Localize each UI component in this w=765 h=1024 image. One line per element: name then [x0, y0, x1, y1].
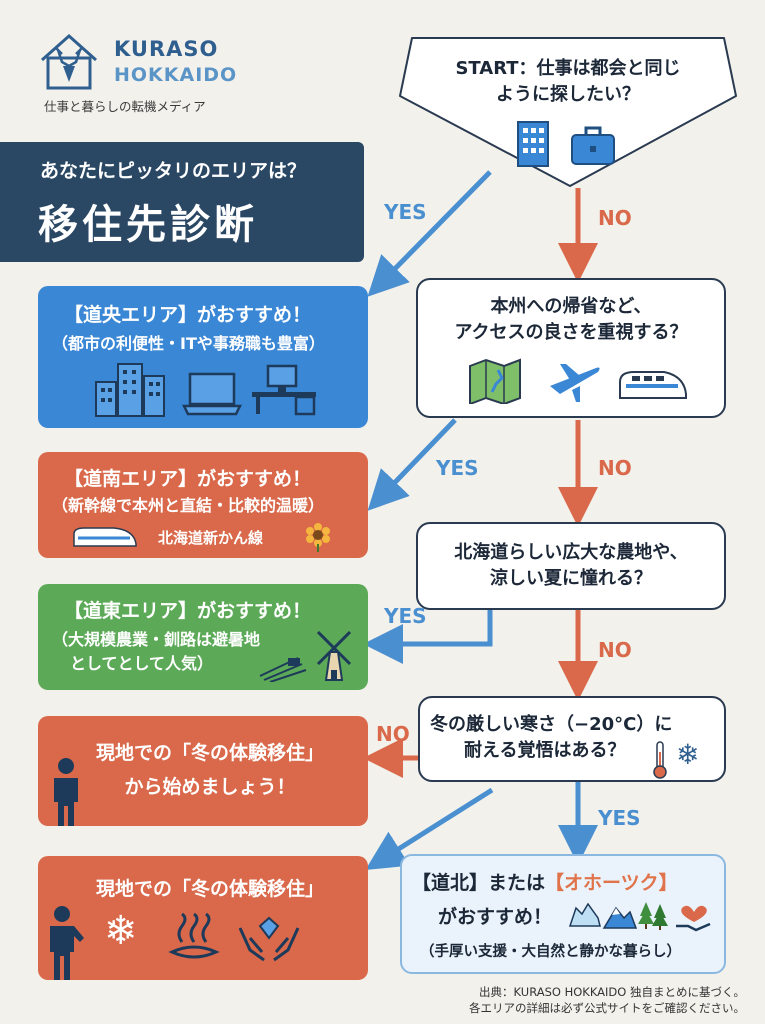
laptop-icon	[182, 372, 242, 416]
label-yes-4: YES	[598, 806, 641, 830]
person-icon	[54, 758, 78, 826]
question-farmland-text: 北海道らしい広大な農地や、 涼しい夏に憧れる？	[418, 540, 724, 592]
briefcase-icon	[571, 126, 615, 165]
page-title: 移住先診断	[38, 202, 258, 248]
question-access-text: 本州への帰省など、 アクセスの良さを重視する？	[418, 294, 724, 346]
label-no-4: NO	[376, 722, 410, 746]
hot-spring-icon	[168, 912, 220, 959]
result-dounan: 【道南エリア】がおすすめ！ （新幹線で本州と直結・比較的温暖） 北海道新かん線	[38, 452, 368, 558]
airplane-icon	[550, 364, 600, 402]
logo: KURASO HOKKAIDO 仕事と暮らしの転機メディア	[34, 26, 274, 120]
question-cold-line1: 冬の厳しい寒さ（−20°C）に	[430, 714, 673, 735]
result-dounan-sub: （新幹線で本州と直結・比較的温暖）	[52, 496, 325, 515]
result-trial-1-line2: から始めましょう！	[124, 776, 296, 798]
office-building-icon	[517, 121, 549, 167]
snowflake-icon: ❄	[676, 738, 700, 771]
tractor-icon	[259, 657, 307, 682]
label-yes-3: YES	[384, 604, 427, 628]
label-yes-1: YES	[384, 200, 427, 224]
question-access-line2: アクセスの良さを重視する？	[454, 322, 688, 343]
question-cold-line2: 耐える覚悟はある？	[464, 740, 626, 761]
label-yes-2: YES	[436, 456, 479, 480]
result-dohoku-head-c: がおすすめ！	[438, 906, 553, 928]
result-dohoku-head-b: 【オホーツク】	[545, 872, 678, 894]
sunflower-icon	[306, 523, 330, 552]
snowflake-icon: ❄	[104, 908, 138, 954]
title-block: あなたにピッタリのエリアは？ 移住先診断	[0, 142, 364, 262]
result-dohoku-sub: （手厚い支援・大自然と静かな暮らし）	[420, 944, 681, 960]
result-doo-heading: 【道央エリア】がおすすめ！	[64, 304, 312, 326]
logo-title-secondary: HOKKAIDO	[114, 64, 238, 86]
question-farmland: 北海道らしい広大な農地や、 涼しい夏に憧れる？	[416, 522, 726, 610]
iceberg-icon	[568, 902, 601, 927]
label-no-2: NO	[598, 456, 632, 480]
arrow-yes-2	[367, 418, 457, 511]
city-buildings-icon	[95, 363, 165, 417]
arrow-yes-5	[365, 787, 494, 871]
thermometer-icon	[653, 741, 667, 779]
result-dohoku-head-a: 【道北】または	[412, 872, 546, 894]
map-icon	[469, 358, 521, 404]
question-farmland-line2: 涼しい夏に憧れる？	[490, 568, 652, 589]
result-doutou-heading: 【道東エリア】がおすすめ！	[64, 600, 312, 622]
start-question-shape	[399, 37, 737, 187]
windmill-icon	[316, 630, 352, 681]
result-doutou-sub1: （大規模農業・釧路は避暑地	[52, 630, 261, 649]
result-doutou: 【道東エリア】がおすすめ！ （大規模農業・釧路は避暑地 としてとして人気）	[38, 584, 368, 690]
source-note: 出典：KURASO HOKKAIDO 独自まとめに基づく。 各エリアの詳細は必ず…	[300, 984, 745, 1016]
question-cold: 冬の厳しい寒さ（−20°C）に 耐える覚悟はある？ ❄	[418, 696, 726, 782]
result-dounan-extra: 北海道新かん線	[158, 529, 264, 547]
question-access-line1: 本州への帰省など、	[490, 296, 652, 317]
logo-title: KURASO	[114, 37, 219, 61]
result-dounan-heading: 【道南エリア】がおすすめ！	[64, 468, 312, 490]
hands-icon	[238, 916, 300, 962]
title-question: あなたにピッタリのエリアは？	[40, 160, 307, 182]
mountain-icon	[602, 906, 638, 929]
question-start-line2: ように探したい？	[496, 84, 640, 105]
result-doutou-sub2: としてとして人気）	[70, 654, 214, 673]
person-icon	[50, 906, 84, 980]
arrow-yes-3	[363, 610, 493, 664]
result-trial-1: 現地での「冬の体験移住」 から始めましょう！	[38, 716, 368, 826]
question-start: START：仕事は都会と同じ ように探したい？	[398, 56, 738, 108]
desk-computer-icon	[252, 364, 316, 416]
label-no-1: NO	[598, 206, 632, 230]
result-trial-1-line1: 現地での「冬の体験移住」	[95, 742, 324, 764]
shinkansen-icon	[619, 371, 687, 399]
result-trial-2: 現地での「冬の体験移住」 ❄	[38, 856, 368, 980]
result-dohoku: 【道北】または【オホーツク】 がおすすめ！ （手厚い支援・大自然と静かな暮らし）	[400, 854, 726, 974]
arrow-yes-1	[367, 170, 492, 297]
label-no-3: NO	[598, 638, 632, 662]
question-farmland-line1: 北海道らしい広大な農地や、	[454, 542, 688, 563]
logo-tagline: 仕事と暮らしの転機メディア	[44, 99, 206, 114]
source-note-line1: 出典：KURASO HOKKAIDO 独自まとめに基づく。	[479, 985, 745, 999]
trees-icon	[638, 902, 668, 930]
question-cold-text: 冬の厳しい寒さ（−20°C）に 耐える覚悟はある？	[424, 712, 724, 764]
question-start-line1: START：仕事は都会と同じ	[455, 58, 681, 79]
question-access: 本州への帰省など、 アクセスの良さを重視する？	[416, 278, 726, 418]
heart-hand-icon	[676, 905, 711, 932]
source-note-line2: 各エリアの詳細は必ず公式サイトをご確認ください。	[469, 1001, 745, 1015]
result-trial-2-line1: 現地での「冬の体験移住」	[95, 878, 324, 900]
result-dohoku-heading: 【道北】または【オホーツク】	[412, 868, 678, 895]
shinkansen-icon	[73, 527, 137, 547]
deer-house-logo-icon	[41, 33, 97, 90]
result-doo-sub: （都市の利便性・ITや事務職も豊富）	[52, 334, 325, 353]
result-doo: 【道央エリア】がおすすめ！ （都市の利便性・ITや事務職も豊富）	[38, 286, 368, 428]
